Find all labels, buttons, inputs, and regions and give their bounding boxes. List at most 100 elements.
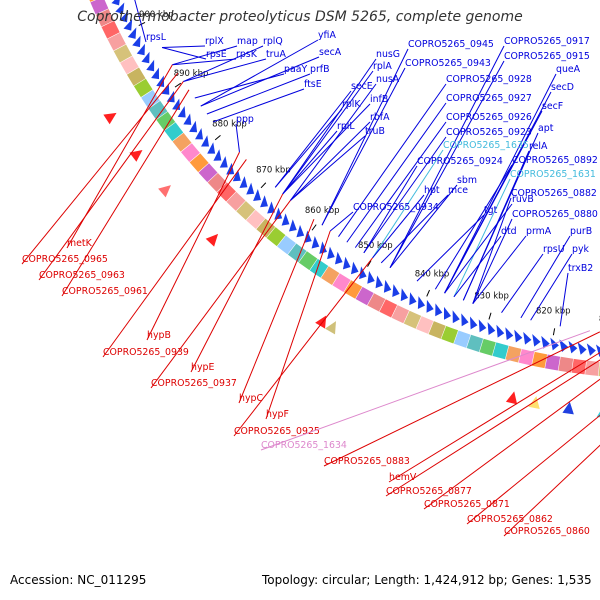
gene-label[interactable]: COPRO5265_0937 [151, 378, 237, 389]
gene-leader-line [161, 47, 207, 60]
gene-label[interactable]: hypB [147, 330, 171, 341]
gene-label[interactable]: prfB [310, 64, 330, 75]
gene-label[interactable]: truB [365, 126, 385, 137]
gene-label[interactable]: secA [319, 47, 342, 58]
gene-label[interactable]: COPRO5265_0939 [103, 347, 189, 358]
gene-label[interactable]: ppp [236, 114, 254, 125]
forward-arrow [267, 201, 276, 214]
gene-label[interactable]: COPRO5265_0963 [39, 270, 125, 281]
forward-arrow [119, 10, 129, 23]
gene-label[interactable]: paaY [284, 64, 307, 75]
forward-arrow [568, 340, 578, 354]
gene-label[interactable]: nusA [376, 74, 400, 85]
gene-label[interactable]: COPRO5265_0945 [408, 39, 494, 50]
gene-label[interactable]: COPRO5265_0892 [512, 155, 598, 166]
gene-label[interactable]: COPRO5265_0915 [504, 51, 590, 62]
gene-leader-line [444, 110, 543, 294]
gene-leader-line [206, 73, 311, 115]
gene-leader-line [260, 330, 591, 451]
gene-label[interactable]: COPRO5265_0877 [386, 486, 472, 497]
gene-label[interactable]: ftsE [304, 79, 322, 90]
gene-label[interactable]: rpsL [146, 32, 167, 43]
gene-label[interactable]: COPRO5265_0934 [353, 202, 439, 213]
gene-label[interactable]: COPRO5265_0927 [446, 93, 532, 104]
gene-label[interactable]: secF [542, 101, 563, 112]
gene-label[interactable]: truA [266, 49, 286, 60]
gene-block [120, 56, 139, 75]
gene-label[interactable]: sbm [457, 175, 477, 186]
gene-label[interactable]: rplQ [263, 36, 283, 47]
gene-label[interactable]: infB [370, 94, 388, 105]
gene-label[interactable]: hypF [266, 409, 289, 420]
gene-label[interactable]: COPRO5265_0917 [504, 36, 590, 47]
forward-arrow [166, 90, 175, 103]
gene-label[interactable]: purB [570, 226, 592, 237]
gene-leader-line [183, 58, 267, 83]
gene-label[interactable]: trxB2 [568, 263, 593, 274]
kbp-tick-label: 830 kbp [474, 292, 509, 302]
gene-label[interactable]: nusG [376, 49, 400, 60]
gene-label[interactable]: rpsU [543, 244, 565, 255]
gene-label[interactable]: COPRO5265_0961 [62, 286, 148, 297]
gene-label[interactable]: rpsK [236, 49, 258, 60]
gene-label[interactable]: secE [351, 81, 373, 92]
gene-label[interactable]: rplX [205, 36, 224, 47]
gene-label[interactable]: mce [448, 185, 468, 196]
gene-label[interactable]: pyk [572, 244, 589, 255]
genome-title: Coprothermobacter proteolyticus DSM 5265… [77, 9, 523, 25]
gene-label[interactable]: prmA [526, 226, 552, 237]
gene-label[interactable]: COPRO5265_1631 [510, 169, 596, 180]
gene-label[interactable]: dtd [501, 226, 517, 237]
gene-label[interactable]: COPRO5265_0860 [504, 526, 590, 537]
gene-label[interactable]: yfiA [318, 30, 336, 41]
gene-label[interactable]: ruvB [512, 194, 534, 205]
gene-label[interactable]: COPRO5265_0943 [405, 58, 491, 69]
gene-label[interactable]: COPRO5265_0923 [446, 127, 532, 138]
gene-block [236, 201, 256, 221]
gene-label[interactable]: COPRO5265_0928 [446, 74, 532, 85]
gene-label[interactable]: rplL [337, 121, 355, 132]
gene-leader-line [61, 89, 190, 297]
gene-label[interactable]: rbfA [370, 112, 390, 123]
gene-label[interactable]: hemV [389, 472, 417, 483]
gene-label[interactable]: COPRO5265_0924 [417, 156, 503, 167]
gene-label[interactable]: relA [529, 141, 548, 152]
gene-leader-line [559, 272, 569, 327]
gene-label[interactable]: COPRO5265_0882 [511, 188, 597, 199]
gene-label[interactable]: tgt [484, 205, 498, 216]
gene-label[interactable]: COPRO5265_0862 [467, 514, 553, 525]
gene-label[interactable]: hypE [191, 362, 214, 373]
gene-label[interactable]: COPRO5265_0883 [324, 456, 410, 467]
gene-label[interactable]: COPRO5265_0871 [424, 499, 510, 510]
gene-label[interactable]: rplA [373, 61, 392, 72]
kbp-tick-label: 870 kbp [256, 166, 291, 176]
gene-label[interactable]: hpt [424, 185, 440, 196]
kbp-tick [260, 182, 267, 189]
gene-label[interactable]: COPRO5265_0965 [22, 254, 108, 265]
gene-label[interactable]: map [237, 36, 258, 47]
gene-label[interactable]: COPRO5265_0926 [446, 112, 532, 123]
gene-label[interactable]: hypC [239, 393, 263, 404]
gene-label[interactable]: queA [556, 64, 581, 75]
kbp-tick-label: 860 kbp [305, 206, 340, 216]
gene-label[interactable]: COPRO5265_1634 [261, 440, 347, 451]
gene-leader-line [200, 56, 320, 107]
gene-block [545, 354, 561, 371]
forward-arrow [132, 35, 141, 48]
gene-block [309, 258, 329, 278]
gene-label[interactable]: secD [551, 82, 574, 93]
forward-arrow [444, 306, 452, 320]
forward-arrow [409, 292, 417, 306]
gene-label[interactable]: rplK [342, 99, 361, 110]
gene-label[interactable]: COPRO5265_0880 [512, 209, 598, 220]
gene-block [367, 293, 386, 312]
gene-block [287, 243, 307, 263]
gene-label[interactable]: COPRO5265_1635 [443, 140, 529, 151]
gene-label[interactable]: rpsE [206, 49, 227, 60]
reverse-feature [315, 315, 327, 329]
gene-label[interactable]: apt [538, 123, 554, 134]
gene-label[interactable]: COPRO5265_0925 [234, 426, 320, 437]
forward-arrow [400, 288, 409, 302]
gene-block [571, 358, 587, 375]
gene-label[interactable]: metK [67, 238, 93, 249]
